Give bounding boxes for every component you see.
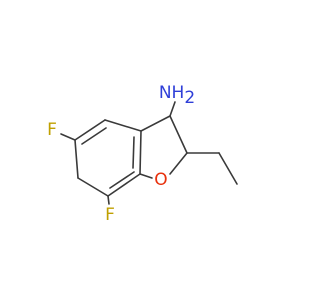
ring-oxygen-label: O bbox=[154, 170, 167, 190]
fluorine-7-label: F bbox=[105, 205, 115, 225]
amine-nh-text: NH bbox=[159, 83, 185, 103]
bond-c4-c5 bbox=[74, 119, 106, 141]
amine-label: NH2 bbox=[159, 83, 195, 108]
bond-c7a-c3a-inner bbox=[132, 136, 135, 169]
bond-ch2-ch3 bbox=[218, 152, 238, 185]
fluorine-5-label: F bbox=[47, 120, 57, 140]
bond-c3a-c4 bbox=[104, 119, 142, 132]
bond-o1-c7a bbox=[139, 173, 153, 179]
molecule-drawing: NH2 O F F bbox=[47, 83, 238, 225]
bond-c5-c6 bbox=[74, 139, 79, 179]
structure-canvas: NH2 O F F bbox=[47, 83, 238, 225]
bond-c7-f bbox=[107, 195, 110, 205]
bond-c7a-c3a bbox=[139, 130, 142, 175]
bond-c5-f bbox=[60, 133, 76, 141]
amine-subscript: 2 bbox=[184, 88, 195, 108]
bond-c7-c7a-inner bbox=[109, 171, 135, 189]
bond-c6-c7 bbox=[77, 177, 109, 197]
bond-c4-c5-inner bbox=[81, 127, 107, 145]
bond-c3a-c3 bbox=[140, 115, 171, 132]
bond-c3-n bbox=[169, 101, 176, 117]
bond-c7-c7a bbox=[107, 173, 141, 197]
bond-c2-o1 bbox=[169, 152, 188, 175]
bond-c3-c2 bbox=[169, 115, 188, 154]
